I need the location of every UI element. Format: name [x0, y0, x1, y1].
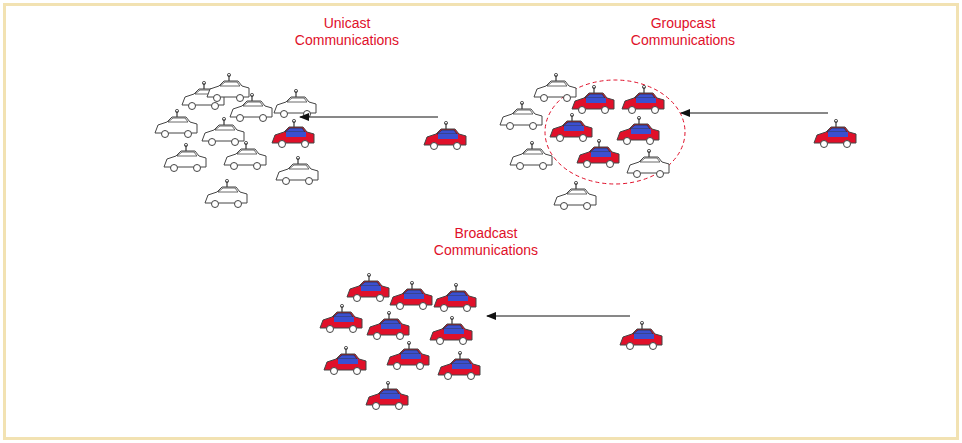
unicast-arrow [300, 117, 438, 118]
panel-title: Broadcast Communications [411, 225, 561, 259]
panel-title: Groupcast Communications [608, 15, 758, 49]
unicast-cars [155, 73, 466, 207]
groupcast-arrow [681, 113, 828, 114]
broadcast-arrow [487, 316, 630, 317]
panel-title: Unicast Communications [282, 15, 412, 49]
broadcast-cars [320, 273, 662, 409]
frame [3, 3, 959, 440]
groupcast-cars [500, 73, 856, 209]
